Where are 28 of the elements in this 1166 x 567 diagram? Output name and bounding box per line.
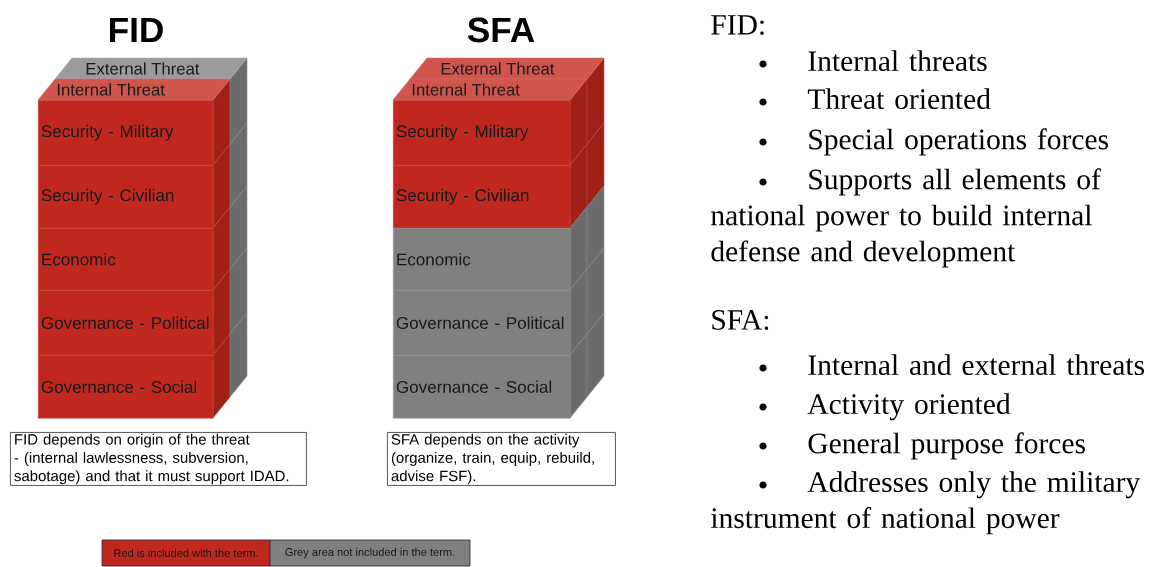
column-heading: SFA [467, 17, 535, 43]
caption-box: FID depends on origin of the threat - (internal lawlessness, subversion, sabotage) and that it must support IDAD. [10, 432, 307, 486]
bullet-item: Internal threats [759, 50, 987, 72]
layer-band: Economic [38, 228, 214, 291]
bullet-item: Addresses only the military instrument of national power [710, 471, 1141, 535]
layer-band: Governance - Social [393, 355, 571, 419]
layer-band: Security - Military [393, 100, 571, 166]
layer-band: Security - Civilian [393, 165, 571, 229]
layer-band: Security - Military [38, 100, 214, 166]
column-heading: FID [110, 17, 163, 43]
caption-box: SFA depends on the activity (organize, train, equip, rebuild, advise FSF). [387, 432, 616, 486]
bullet-item: Special operations forces [759, 128, 1108, 156]
top-face: Internal Threat [392, 78, 588, 101]
section-heading: SFA: [712, 310, 769, 330]
legend-item: Grey area not included in the term. [269, 539, 471, 567]
layer-band: Governance - Political [38, 290, 214, 356]
section-heading: FID: [711, 15, 764, 35]
bullet-item: Internal and external threats [759, 354, 1144, 376]
legend-item: Red is included with the term. [101, 539, 271, 567]
layer-band: Governance - Social [38, 355, 214, 419]
bullet-item: Threat oriented [759, 88, 991, 110]
bullet-item: Supports all elements of national power to build internal defense and development [711, 168, 1101, 268]
bullet-item: General purpose forces [759, 432, 1085, 460]
layer-band: Economic [393, 228, 571, 291]
bullet-item: Activity oriented [759, 393, 1011, 421]
top-face: Internal Threat [37, 78, 231, 101]
layer-band: Security - Civilian [38, 165, 214, 229]
layer-band: Governance - Political [393, 290, 571, 356]
